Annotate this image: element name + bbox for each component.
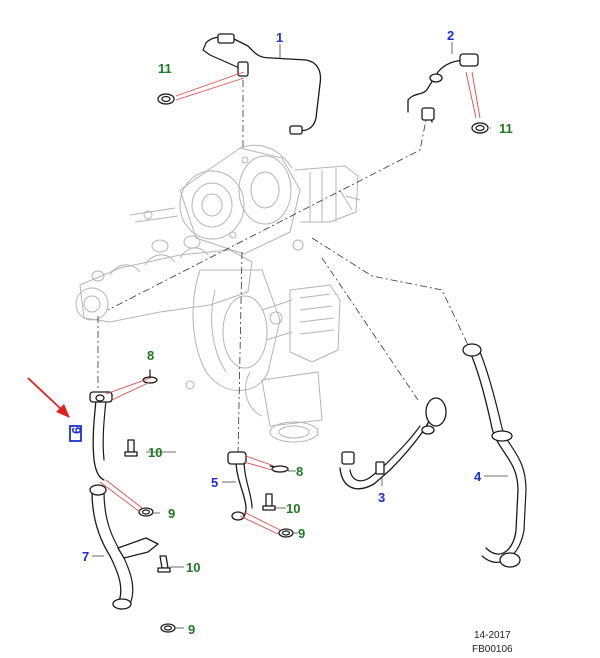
seal-washer-11a <box>157 93 175 105</box>
callout-11-left: 11 <box>158 61 172 76</box>
callout-11-right: 11 <box>499 121 513 136</box>
o-ring-9b <box>278 528 294 538</box>
figure-id: FB00106 <box>472 644 513 655</box>
assembly-lines <box>97 80 469 456</box>
highlight-box <box>69 425 82 442</box>
callout-2: 2 <box>447 28 454 43</box>
part-7-drain-hose <box>89 484 159 610</box>
callout-9-left: 9 <box>168 506 175 521</box>
callout-10-left: 10 <box>148 445 162 460</box>
bolt-10b <box>265 493 273 507</box>
bolt-10a <box>127 439 135 453</box>
callout-9-center: 9 <box>298 526 305 541</box>
callout-10-center: 10 <box>286 501 300 516</box>
part-3-coolant-hose <box>339 397 447 490</box>
part-2-oil-feed-tube <box>407 53 479 123</box>
part-4-return-hose <box>462 343 527 568</box>
callout-8-upper: 8 <box>147 348 154 363</box>
o-ring-9c <box>160 623 176 633</box>
bolt-10c <box>159 555 169 569</box>
callout-5: 5 <box>211 475 218 490</box>
callout-4: 4 <box>474 469 482 484</box>
callout-10-lower: 10 <box>186 560 200 575</box>
turbocharger-assembly <box>75 144 361 443</box>
callout-labels: 1 2 3 4 5 6 7 8 8 9 9 9 10 10 10 11 11 <box>69 28 513 637</box>
red-leader-lines <box>99 71 481 535</box>
part-1-oil-feed-tube <box>202 33 322 135</box>
attention-arrow <box>27 377 70 418</box>
part-5-drain-tube <box>227 451 253 521</box>
callout-6: 6 <box>69 427 84 434</box>
o-ring-9a <box>138 507 154 517</box>
callout-7: 7 <box>82 549 89 564</box>
callout-8-center: 8 <box>296 464 303 479</box>
seal-washer-11b <box>471 122 489 134</box>
date-code: 14-2017 <box>474 630 511 641</box>
callout-9-lower: 9 <box>188 622 195 637</box>
leader-lines <box>92 42 508 629</box>
part-6-drain-tube <box>89 391 113 481</box>
callout-1: 1 <box>276 30 283 45</box>
callout-3: 3 <box>378 490 385 505</box>
fasteners <box>124 93 489 633</box>
